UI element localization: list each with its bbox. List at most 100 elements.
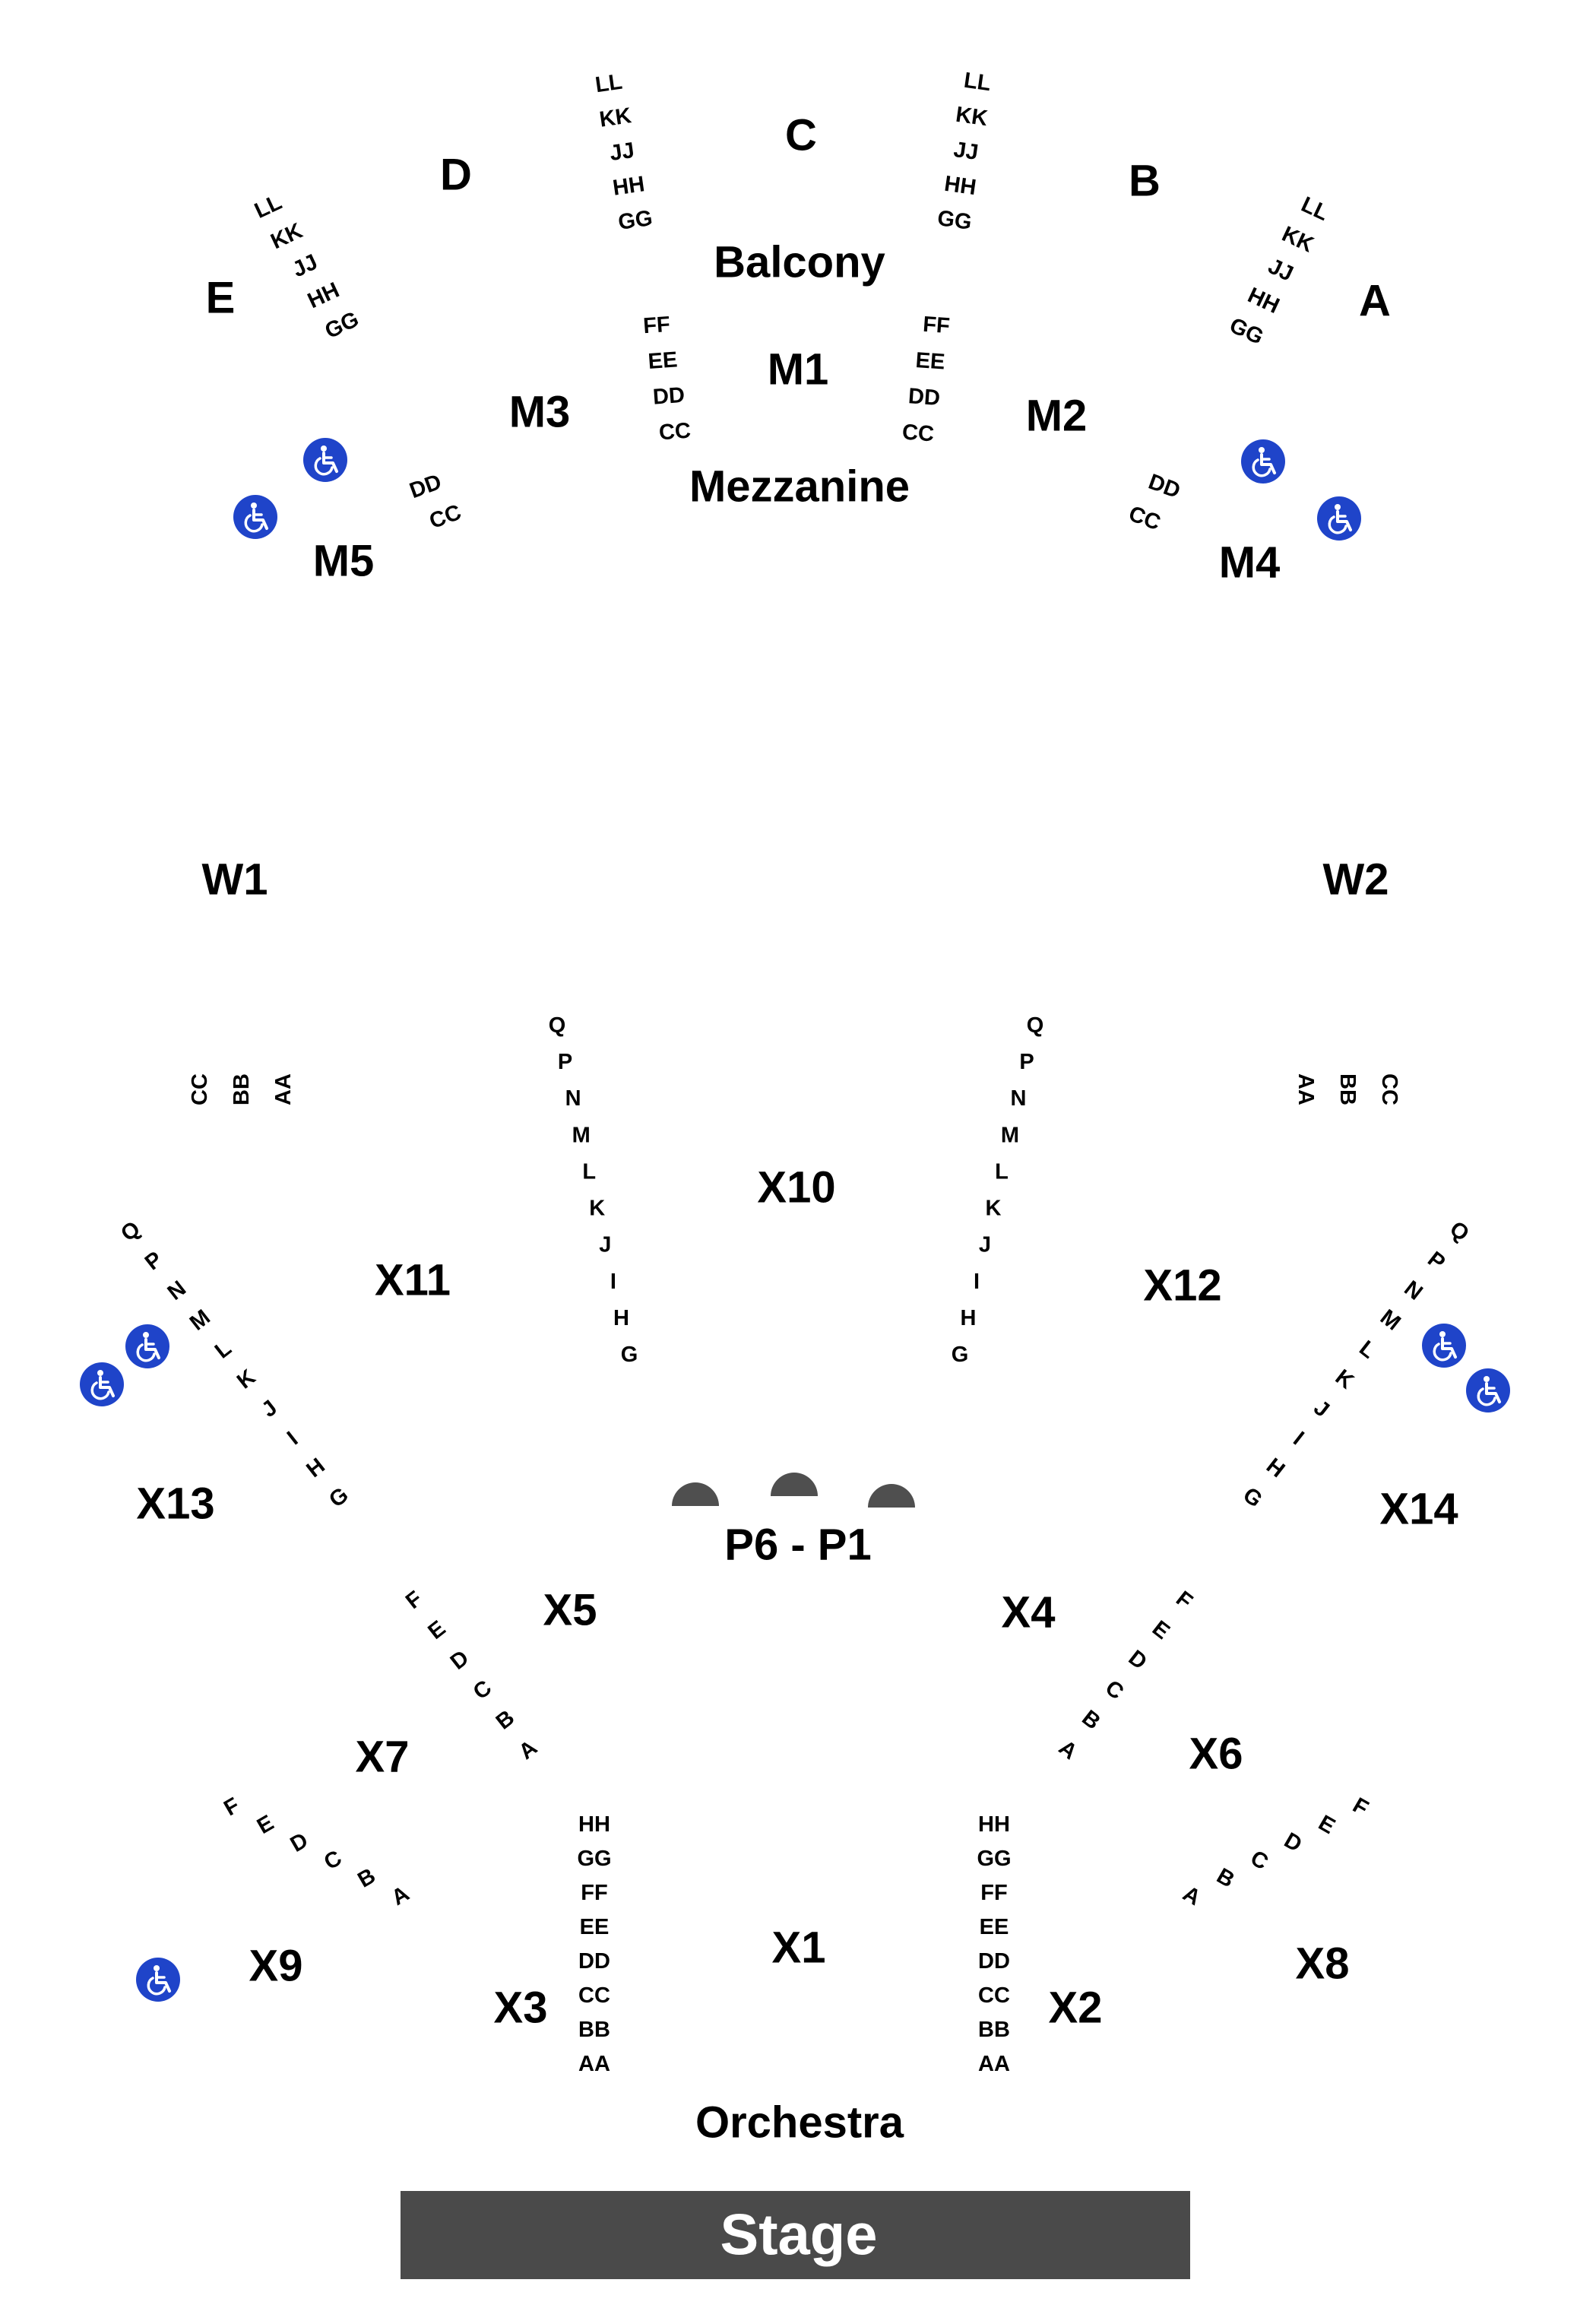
section-x9[interactable]: X9 [249,1942,303,1991]
row-label-mezz-left-2: DD [652,383,686,410]
section-d[interactable]: D [440,151,472,200]
section-w2[interactable]: W2 [1323,855,1389,905]
section-x8[interactable]: X8 [1296,1939,1350,1989]
row-label-x7-2: D [287,1828,312,1857]
section-m4[interactable]: M4 [1219,538,1281,588]
wheelchair-icon[interactable] [125,1324,169,1368]
section-b[interactable]: B [1129,157,1161,206]
row-label-balcony-a-1: KK [1278,222,1318,258]
row-label-x10-left-2: N [565,1086,581,1111]
section-x11[interactable]: X11 [375,1256,451,1305]
row-label-mezz-left-3: CC [658,419,692,445]
row-label-x5-5: A [515,1736,542,1764]
row-label-x5-2: D [446,1646,473,1675]
section-a[interactable]: A [1359,277,1391,326]
row-label-x6-1: E [1314,1811,1339,1839]
row-label-x13-6: J [257,1396,281,1422]
row-label-balcony-a-0: LL [1297,192,1332,226]
row-label-x14-8: H [1262,1454,1289,1482]
row-label-x14-0: Q [1445,1216,1473,1246]
row-label-balcony-a-4: GG [1226,313,1267,350]
section-m1[interactable]: M1 [768,345,829,395]
section-x10[interactable]: X10 [757,1163,835,1213]
row-label-x10-left-9: G [621,1343,638,1367]
section-m2[interactable]: M2 [1026,392,1088,441]
row-label-x10-right-3: M [1001,1123,1019,1147]
row-label-x14-3: M [1376,1305,1405,1336]
row-label-m4-1: CC [1126,502,1164,535]
row-label-w1-1: BB [230,1073,254,1105]
row-label-x5-3: C [469,1676,496,1704]
row-label-x10-left-4: L [582,1159,596,1184]
row-label-x10-right-8: H [961,1306,977,1330]
section-x1[interactable]: X1 [772,1923,826,1973]
row-label-x10-right-2: N [1011,1086,1027,1111]
row-label-x2-5: CC [978,1983,1010,2008]
row-label-x14-4: L [1354,1336,1380,1363]
section-x12[interactable]: X12 [1143,1261,1221,1311]
wheelchair-icon[interactable] [233,495,277,539]
wheelchair-icon[interactable] [1317,496,1361,541]
section-m3[interactable]: M3 [509,388,571,437]
section-x2[interactable]: X2 [1049,1983,1103,2033]
row-label-x3-6: BB [578,2018,610,2042]
row-label-balcony-a-2: JJ [1265,254,1297,287]
section-x14[interactable]: X14 [1379,1485,1458,1534]
row-label-x13-0: Q [116,1216,144,1246]
wheelchair-icon[interactable] [1466,1368,1510,1412]
section-x4[interactable]: X4 [1002,1588,1056,1638]
row-label-x4-5: A [1054,1736,1081,1764]
section-x5[interactable]: X5 [543,1586,597,1635]
row-label-x10-right-6: J [979,1233,991,1257]
row-label-x5-0: F [401,1587,427,1614]
row-label-balcony-b-2: JJ [952,138,980,165]
row-label-x3-1: GG [577,1847,611,1871]
row-label-x10-right-1: P [1019,1050,1034,1074]
row-label-x13-3: M [185,1305,215,1336]
area-label-pods[interactable]: P6 - P1 [724,1520,871,1570]
row-label-x4-4: B [1077,1706,1104,1735]
row-label-x6-0: F [1348,1793,1372,1821]
section-c[interactable]: C [785,111,817,160]
row-label-x7-3: C [320,1846,346,1875]
wheelchair-icon[interactable] [80,1362,124,1406]
row-label-x6-4: B [1212,1864,1238,1893]
row-label-x13-7: I [283,1427,302,1450]
row-label-x7-0: F [220,1793,243,1821]
row-label-balcony-d-0: LL [594,70,624,98]
wheelchair-icon[interactable] [303,438,347,482]
production-pod-1[interactable] [672,1482,719,1506]
wheelchair-icon[interactable] [1422,1324,1466,1368]
row-label-w2-1: BB [1335,1073,1360,1105]
row-label-mezz-left-0: FF [642,312,671,338]
section-w1[interactable]: W1 [202,855,268,905]
wheelchair-icon[interactable] [1241,439,1285,484]
row-label-balcony-e-3: HH [304,278,343,314]
section-x6[interactable]: X6 [1189,1730,1243,1779]
section-m5[interactable]: M5 [313,537,375,586]
row-label-x4-0: F [1171,1587,1197,1614]
production-pod-2[interactable] [771,1473,818,1496]
row-label-x2-0: HH [978,1812,1010,1837]
row-label-balcony-b-4: GG [936,206,973,235]
row-label-x3-2: FF [581,1881,607,1905]
row-label-w1-2: AA [271,1073,296,1105]
row-label-x10-right-9: G [952,1343,969,1367]
row-label-x13-2: N [163,1276,191,1305]
row-label-x7-1: E [253,1811,278,1839]
section-x13[interactable]: X13 [136,1479,214,1529]
row-label-balcony-a-3: HH [1244,283,1283,319]
section-e[interactable]: E [206,274,236,323]
row-label-x6-2: D [1280,1828,1306,1857]
row-label-x10-right-7: I [974,1270,980,1294]
section-x3[interactable]: X3 [494,1983,548,2033]
row-label-mezz-right-2: DD [907,384,941,411]
row-label-x2-4: DD [978,1949,1010,1974]
row-label-x13-4: L [211,1336,236,1363]
row-label-balcony-d-1: KK [598,103,633,132]
row-label-balcony-d-3: HH [611,172,646,201]
production-pod-3[interactable] [868,1484,915,1508]
wheelchair-icon[interactable] [136,1958,180,2002]
section-x7[interactable]: X7 [356,1733,410,1782]
row-label-x4-1: E [1148,1616,1174,1644]
